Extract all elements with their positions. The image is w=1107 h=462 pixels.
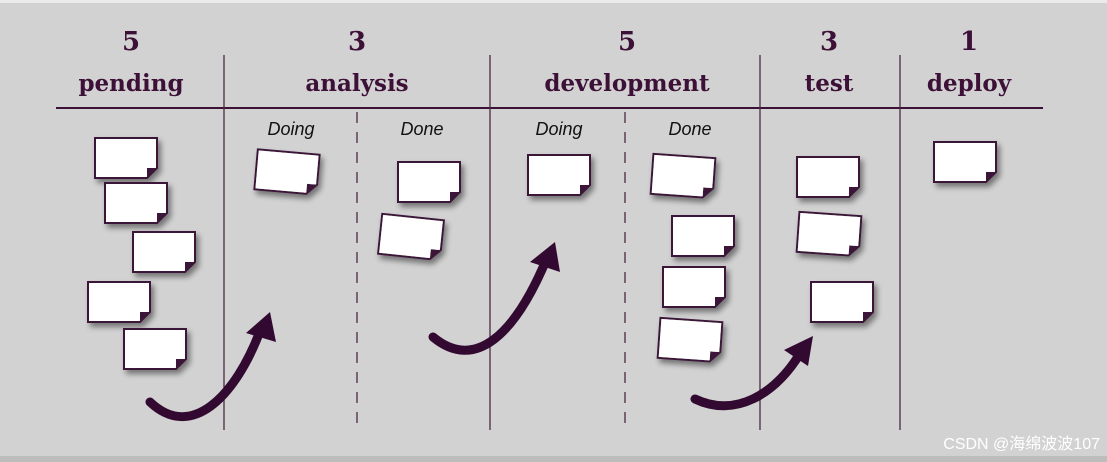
sticky-card [87, 281, 151, 323]
flow-arrow [145, 312, 276, 421]
sticky-card [132, 231, 196, 273]
sticky-card [527, 154, 591, 196]
sticky-card [933, 141, 997, 183]
wip-limit-deploy: 1 [960, 27, 978, 57]
sticky-card [795, 210, 863, 257]
wip-limit-pending: 5 [122, 27, 140, 57]
subcolumn-label-development-doing: Doing [535, 119, 582, 139]
board-bottom-edge [0, 456, 1107, 462]
sticky-card [649, 152, 717, 199]
column-title-analysis: analysis [305, 70, 408, 97]
board-top-edge [0, 0, 1107, 3]
subcolumn-label-development-done: Done [668, 119, 711, 139]
sticky-card [810, 281, 874, 323]
column-title-test: test [805, 70, 854, 97]
sticky-card [656, 316, 724, 363]
flow-arrow [428, 242, 560, 355]
column-header-development: 5 development [544, 27, 710, 97]
sticky-card [104, 182, 168, 224]
subcolumn-label-analysis-doing: Doing [267, 119, 314, 139]
column-title-pending: pending [78, 70, 183, 97]
column-header-deploy: 1 deploy [927, 27, 1012, 97]
cards-layer [87, 137, 997, 370]
column-title-development: development [544, 70, 710, 97]
sticky-card [397, 161, 461, 203]
sticky-card [671, 215, 735, 257]
wip-limit-test: 3 [820, 27, 838, 57]
sticky-card [376, 212, 446, 261]
sticky-card [253, 148, 321, 195]
column-title-deploy: deploy [927, 70, 1012, 97]
sticky-card [662, 266, 726, 308]
column-header-analysis: 3 analysis [305, 27, 408, 97]
sticky-card [796, 156, 860, 198]
subcolumn-label-analysis-done: Done [400, 119, 443, 139]
watermark: CSDN @海绵波波107 [943, 435, 1100, 453]
flow-arrow [690, 336, 813, 411]
sticky-card [94, 137, 158, 179]
wip-limit-analysis: 3 [348, 27, 366, 57]
column-header-test: 3 test [805, 27, 854, 97]
sticky-card [123, 328, 187, 370]
wip-limit-development: 5 [618, 27, 636, 57]
column-header-pending: 5 pending [78, 27, 183, 97]
